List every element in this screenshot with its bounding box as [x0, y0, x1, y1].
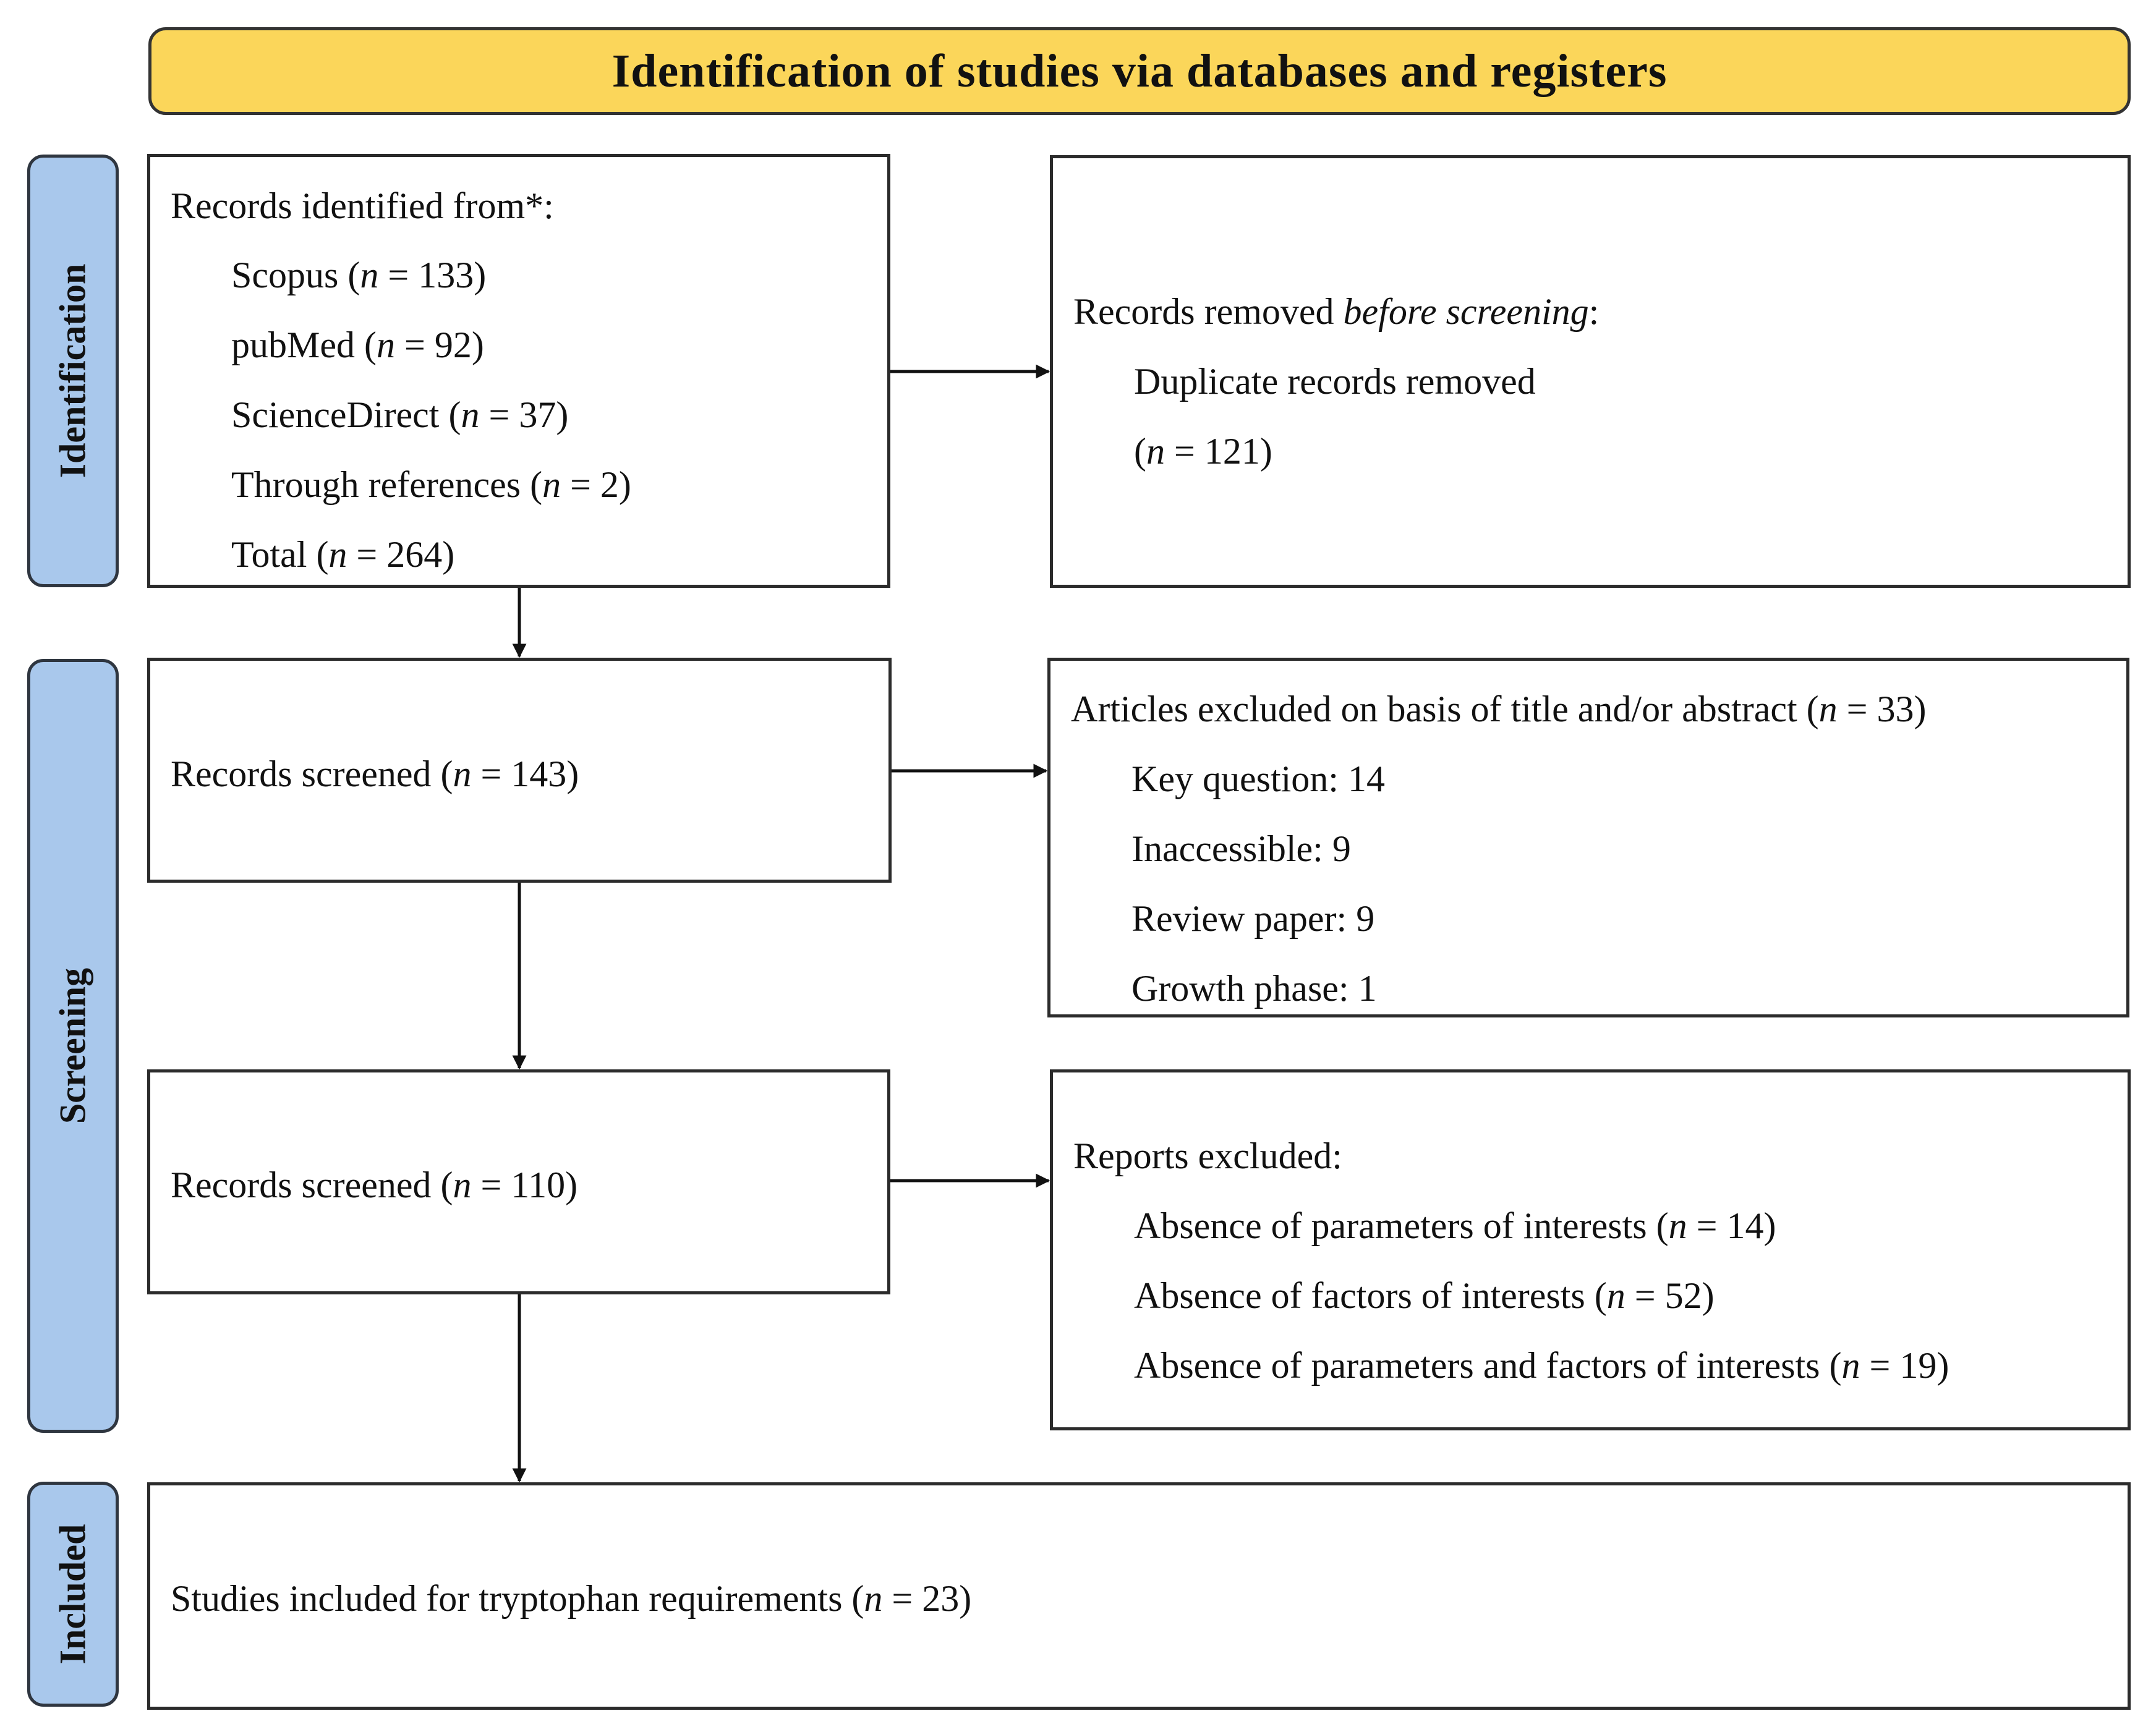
- reports-excluded-item-label: Absence of parameters and factors of int…: [1134, 1345, 1820, 1386]
- excluded-item-key-question: Key question: 14: [1131, 758, 1385, 799]
- stage-screening: Screening: [27, 659, 119, 1433]
- included-studies-box: [147, 1482, 2131, 1710]
- records-screened-2-count: 110: [511, 1165, 566, 1205]
- source-count: 133: [418, 255, 474, 295]
- reports-excluded-item-1: Absence of parameters of interests (n = …: [1134, 1205, 1776, 1246]
- records-screened-1-text: Records screened (n = 143): [171, 754, 579, 794]
- header-title: Identification of studies via databases …: [611, 45, 1668, 97]
- source-count: 2: [600, 464, 619, 505]
- reports-excluded-item-label: Absence of factors of interests: [1134, 1275, 1585, 1316]
- source-name: Through references: [231, 464, 521, 505]
- source-pubmed: pubMed (n = 92): [231, 325, 484, 365]
- source-name: Scopus: [231, 255, 339, 295]
- records-identified-box: [147, 154, 890, 588]
- reports-excluded-item-count: 19: [1899, 1345, 1937, 1386]
- duplicate-count-value: 121: [1204, 431, 1260, 472]
- source-name: Total: [231, 534, 307, 575]
- reports-excluded-item-2: Absence of factors of interests (n = 52): [1134, 1275, 1715, 1316]
- records-removed-heading: Records removed before screening:: [1073, 293, 1599, 330]
- articles-excluded-heading-label: Articles excluded on basis of title and/…: [1071, 689, 1797, 729]
- reports-excluded-item-count: 14: [1726, 1205, 1764, 1246]
- stage-included: Included: [27, 1482, 119, 1707]
- source-count: 92: [434, 325, 472, 365]
- records-removed-heading-suffix: :: [1588, 291, 1600, 332]
- records-screened-1-count: 143: [511, 754, 567, 794]
- source-count: 37: [519, 394, 556, 435]
- stage-identification: Identification: [27, 155, 119, 587]
- records-screened-box-2: [147, 1069, 890, 1294]
- records-removed-heading-italic: before screening: [1343, 291, 1589, 332]
- reports-excluded-box: [1050, 1069, 2131, 1430]
- excluded-item-review-paper: Review paper: 9: [1131, 898, 1375, 939]
- articles-excluded-heading: Articles excluded on basis of title and/…: [1071, 689, 1927, 729]
- included-studies-text: Studies included for tryptophan requirem…: [171, 1578, 972, 1619]
- records-removed-heading-prefix: Records removed: [1073, 291, 1344, 332]
- header-banner: Identification of studies via databases …: [148, 27, 2131, 115]
- source-scopus: Scopus (n = 133): [231, 255, 487, 295]
- reports-excluded-heading: Reports excluded:: [1073, 1136, 1342, 1176]
- source-sciencedirect: ScienceDirect (n = 37): [231, 394, 569, 435]
- excluded-item-inaccessible: Inaccessible: 9: [1131, 828, 1351, 869]
- source-references: Through references (n = 2): [231, 464, 631, 505]
- records-identified-heading: Records identified from*:: [171, 185, 554, 226]
- records-screened-box-1: [147, 658, 892, 883]
- reports-excluded-item-label: Absence of parameters of interests: [1134, 1205, 1647, 1246]
- reports-excluded-item-3: Absence of parameters and factors of int…: [1134, 1345, 1949, 1386]
- source-name: pubMed: [231, 325, 355, 365]
- articles-excluded-count: 33: [1877, 689, 1914, 729]
- duplicate-records-removed: Duplicate records removed: [1134, 361, 1536, 402]
- articles-excluded-box: [1047, 658, 2129, 1017]
- included-studies-label: Studies included for tryptophan requirem…: [171, 1578, 843, 1619]
- source-count: 264: [386, 534, 443, 575]
- records-screened-1-label: Records screened: [171, 754, 432, 794]
- records-screened-2-text: Records screened (n = 110): [171, 1165, 578, 1205]
- included-studies-count: 23: [922, 1578, 960, 1619]
- records-screened-2-label: Records screened: [171, 1165, 432, 1205]
- duplicate-records-count: (n = 121): [1134, 431, 1272, 472]
- reports-excluded-item-count: 52: [1664, 1275, 1702, 1316]
- records-removed-box: [1050, 155, 2131, 588]
- source-total: Total (n = 264): [231, 534, 455, 575]
- excluded-item-growth-phase: Growth phase: 1: [1131, 968, 1377, 1009]
- source-name: ScienceDirect: [231, 394, 440, 435]
